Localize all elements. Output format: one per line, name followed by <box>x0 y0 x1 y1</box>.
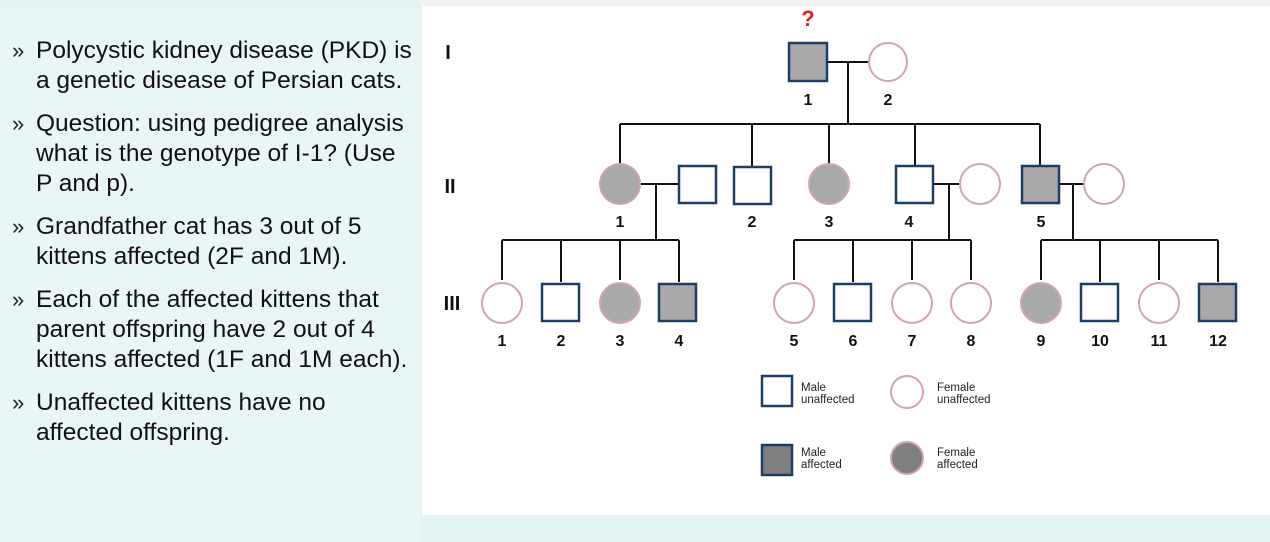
individual-number: 1 <box>616 214 625 231</box>
pedigree-lines <box>501 61 1219 282</box>
individual-number: 3 <box>825 214 834 231</box>
legend-label: Female <box>937 382 975 394</box>
bullet-text: Grandfather cat has 3 out of 5 kittens a… <box>36 213 362 270</box>
individual-number: 4 <box>675 333 684 350</box>
text-panel: » Polycystic kidney disease (PKD) is a ge… <box>0 8 420 542</box>
female-symbol-III-7 <box>891 282 933 324</box>
female-symbol-II-4-spouse <box>959 163 1001 205</box>
bullet-glyph-icon: » <box>12 390 25 415</box>
male-symbol-II-4 <box>894 164 935 205</box>
female-symbol-II-1 <box>599 163 641 205</box>
male-symbol-III-2 <box>540 282 581 323</box>
individual-number: 10 <box>1091 333 1109 350</box>
generation-label-i: I <box>445 42 451 64</box>
bullet-item: » Unaffected kittens have no affected off… <box>12 388 412 448</box>
pedigree-panel: I II III ? <box>422 6 1270 515</box>
legend-label: unaffected <box>937 394 991 406</box>
question-mark: ? <box>801 6 814 31</box>
individual-number: 8 <box>967 333 976 350</box>
individual-number: 3 <box>616 333 625 350</box>
male-symbol-II-2 <box>732 165 773 206</box>
individual-number: 4 <box>905 214 914 231</box>
individual-number: 6 <box>849 333 858 350</box>
bullet-item: » Question: using pedigree analysis what … <box>12 109 412 199</box>
male-symbol-III-12 <box>1197 282 1238 323</box>
individual-number: 11 <box>1151 333 1168 350</box>
individual-number: 2 <box>748 214 757 231</box>
legend-female-unaffected-symbol <box>890 375 924 409</box>
bullet-text: Polycystic kidney disease (PKD) is a gen… <box>36 37 412 94</box>
individual-number: 5 <box>1037 214 1046 231</box>
legend-female-affected-symbol <box>890 441 924 475</box>
individual-number: 2 <box>557 333 566 350</box>
individual-number: 2 <box>884 92 893 109</box>
female-symbol-III-9 <box>1020 282 1062 324</box>
bullet-text: Question: using pedigree analysis what i… <box>36 110 404 197</box>
legend: Male unaffected Female unaffected Male a… <box>760 374 991 477</box>
male-symbol-III-4 <box>657 282 698 323</box>
bullet-glyph-icon: » <box>12 111 25 136</box>
legend-male-affected-symbol <box>760 443 794 477</box>
legend-label: Male <box>801 382 826 394</box>
pedigree-diagram: I II III ? <box>444 6 1238 477</box>
individual-number: 7 <box>908 333 917 350</box>
individual-number: 12 <box>1209 333 1227 350</box>
female-symbol-III-1 <box>481 282 523 324</box>
legend-label: Female <box>937 447 975 459</box>
legend-label: affected <box>801 459 842 471</box>
bullet-item: » Grandfather cat has 3 out of 5 kittens … <box>12 212 412 272</box>
bullet-glyph-icon: » <box>12 214 25 239</box>
female-symbol-III-5 <box>773 282 815 324</box>
female-symbol-I-2 <box>868 42 908 82</box>
bullet-text: Unaffected kittens have no affected offs… <box>36 389 326 446</box>
top-strip <box>420 0 1270 6</box>
legend-label: Male <box>801 447 826 459</box>
bullet-list: » Polycystic kidney disease (PKD) is a ge… <box>12 36 412 461</box>
female-symbol-II-3 <box>808 163 850 205</box>
male-symbol-II-1-spouse <box>677 164 718 205</box>
male-symbol-III-10 <box>1079 282 1120 323</box>
generation-label-ii: II <box>444 176 455 198</box>
male-symbol-III-6 <box>832 282 873 323</box>
bullet-glyph-icon: » <box>12 287 25 312</box>
individual-number: 1 <box>498 333 507 350</box>
individual-number: 1 <box>804 92 813 109</box>
female-symbol-II-5-spouse <box>1083 163 1125 205</box>
male-symbol-II-5 <box>1020 164 1061 205</box>
legend-label: affected <box>937 459 978 471</box>
legend-male-unaffected-symbol <box>760 374 794 408</box>
individual-number: 5 <box>790 333 799 350</box>
bullet-glyph-icon: » <box>12 38 25 63</box>
bullet-item: » Each of the affected kittens that paren… <box>12 285 412 375</box>
male-symbol-I-1 <box>787 41 829 83</box>
bullet-item: » Polycystic kidney disease (PKD) is a ge… <box>12 36 412 96</box>
individual-number: 9 <box>1037 333 1046 350</box>
bullet-text: Each of the affected kittens that parent… <box>36 286 408 373</box>
female-symbol-III-3 <box>599 282 641 324</box>
legend-label: unaffected <box>801 394 855 406</box>
female-symbol-III-11 <box>1138 282 1180 324</box>
generation-label-iii: III <box>444 293 461 315</box>
female-symbol-III-8 <box>950 282 992 324</box>
